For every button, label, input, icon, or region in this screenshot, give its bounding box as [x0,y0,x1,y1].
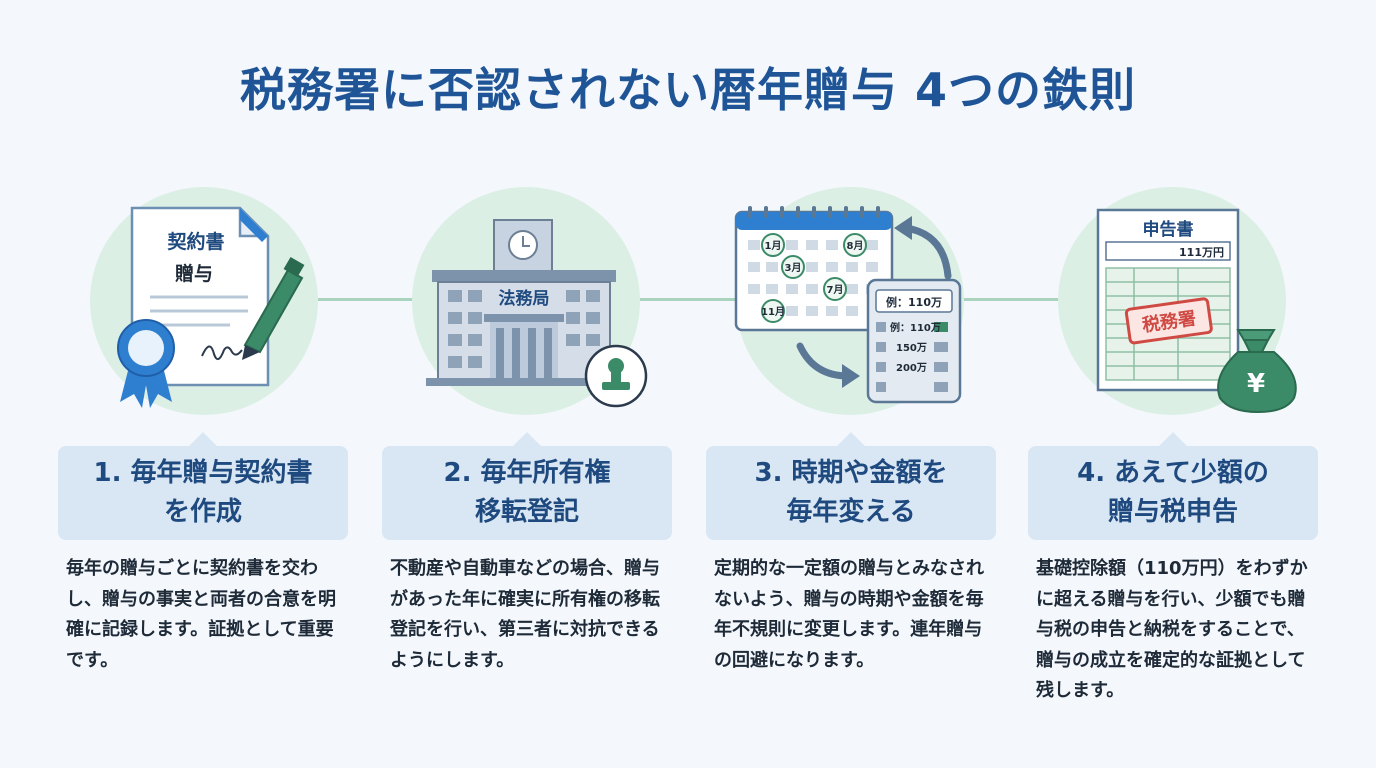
calendar-mark-1: 1月 [765,240,782,252]
form-amount: 111万円 [1179,246,1224,259]
step-2-heading: 2. 毎年所有権 移転登記 [443,458,611,527]
tax-office-stamp: 税務署 [1124,297,1213,345]
calculator-icon: 例：110万 例：110万 150万 200万 [866,278,962,404]
building-label: 法務局 [499,288,550,309]
step-3-heading: 3. 時期や金額を 毎年変える [754,458,948,527]
connector-line-3 [962,298,1060,301]
building-icon: 法務局 [426,219,622,386]
connector-line-2 [640,298,738,301]
calc-display: 例：110万 [886,295,942,309]
tax-form-icon: 申告書 111万円 [1096,208,1240,392]
pen-icon [242,256,305,360]
step-1-description: 毎年の贈与ごとに契約書を交わし、贈与の事実と両者の合意を明確に記録します。証拠と… [66,558,336,671]
doc-title: 契約書 [166,230,224,253]
connector-line-1 [318,298,414,301]
calendar-icon: 1月 3月 8月 7月 11月 [734,206,894,332]
step-4-description: 基礎控除額（110万円）をわずかに超える贈与を行い、少額でも贈与税の申告と納税を… [1036,558,1308,701]
step-3-heading-box: 3. 時期や金額を 毎年変える [706,432,996,540]
calendar-calculator-illustration: 1月 3月 8月 7月 11月 例：110万 例：110万 150万 200万 [734,206,962,404]
step-1-heading-box: 1. 毎年贈与契約書 を作成 [58,432,348,540]
contract-document-illustration: 契約書 贈与 [117,206,305,408]
calc-row-2: 150万 [896,342,927,354]
ribbon-seal-icon [117,319,175,408]
doc-subtitle: 贈与 [175,262,213,285]
step-3-description: 定期的な一定額の贈与とみなされないよう、贈与の時期や金額を毎年不規則に変更します… [714,558,984,671]
stamp-icon [584,344,648,408]
step-1-heading: 1. 毎年贈与契約書 を作成 [93,458,313,527]
calendar-mark-2: 3月 [785,262,802,274]
step-4-heading: 4. あえて少額の 贈与税申告 [1077,458,1269,527]
cycle-arrow-bottom-icon [796,342,852,380]
calendar-mark-5: 11月 [761,306,785,318]
calendar-mark-4: 7月 [827,284,844,296]
tax-return-illustration: 申告書 111万円 税務署 ¥ [1096,208,1297,414]
money-bag-icon: ¥ [1217,329,1297,414]
step-4-heading-box: 4. あえて少額の 贈与税申告 [1028,432,1318,540]
step-2-description: 不動産や自動車などの場合、贈与があった年に確実に所有権の移転登記を行い、第三者に… [390,558,660,671]
calc-row-1: 例：110万 [890,321,941,334]
step-2-heading-box: 2. 毎年所有権 移転登記 [382,432,672,540]
calc-row-3: 200万 [896,362,927,374]
bureau-building-illustration: 法務局 [426,219,648,408]
page-title: 税務署に否認されない暦年贈与 4つの鉄則 [239,63,1137,117]
form-title: 申告書 [1143,219,1194,240]
cycle-arrow-top-icon [902,224,952,280]
calendar-mark-3: 8月 [847,240,864,252]
yen-symbol: ¥ [1247,369,1265,399]
